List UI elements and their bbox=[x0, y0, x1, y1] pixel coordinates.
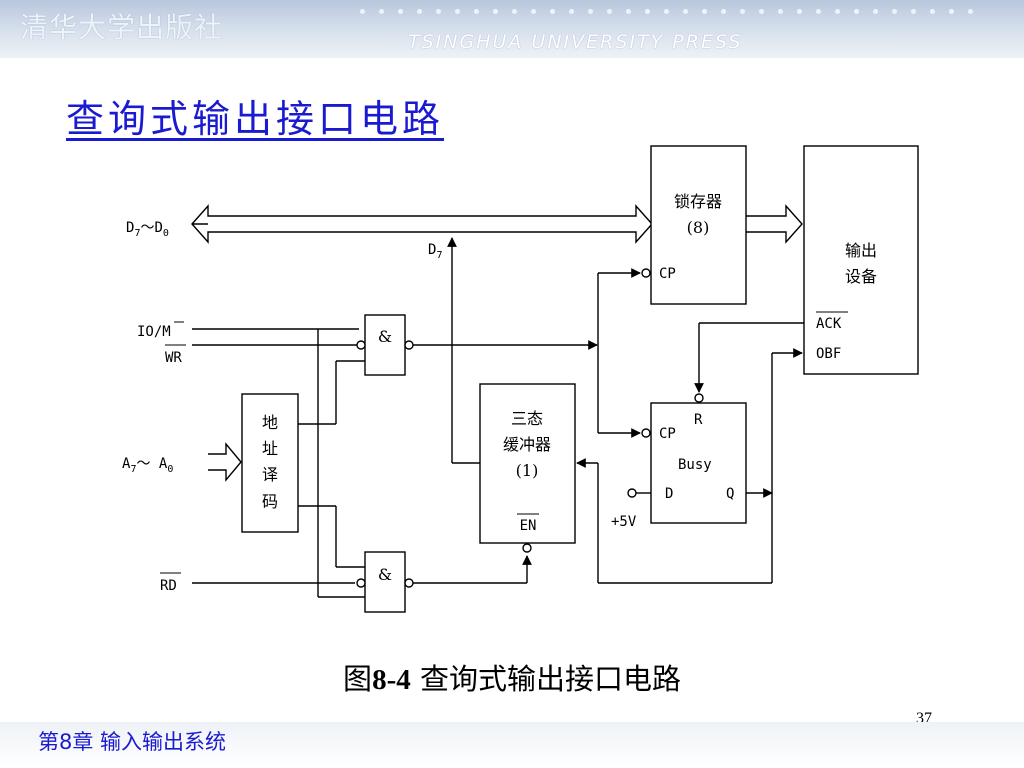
decoder-box bbox=[241, 393, 299, 533]
address-bus-arrow bbox=[208, 442, 242, 482]
figure-number: 8-4 bbox=[372, 664, 411, 696]
slide-header: 清华大学出版社 TSINGHUA UNIVERSITY PRESS bbox=[0, 0, 1024, 58]
chapter-label: 第8章 输入输出系统 bbox=[38, 730, 227, 754]
ff-cp-bubble bbox=[641, 428, 651, 438]
device-label-line2: 设备 bbox=[845, 267, 877, 286]
ff-r-label: R bbox=[694, 412, 703, 428]
decoder-char-1: 地 bbox=[262, 413, 278, 432]
ff-d-label: D bbox=[665, 486, 673, 502]
slide-footer bbox=[0, 722, 1024, 768]
d7-label: D7 bbox=[428, 242, 442, 261]
tristate-buffer-box bbox=[479, 383, 576, 544]
decoder-char-3: 译 bbox=[262, 465, 278, 484]
en-bubble bbox=[522, 543, 532, 553]
latch-label-line1: 锁存器 bbox=[674, 192, 722, 211]
gate-top-output-bubble bbox=[404, 340, 414, 350]
latch-to-device-arrow bbox=[746, 204, 803, 244]
ff-cp-label: CP bbox=[659, 426, 676, 442]
gate-top-symbol: & bbox=[378, 327, 392, 346]
device-label-line1: 输出 bbox=[845, 241, 877, 260]
ack-label: ACK bbox=[816, 316, 842, 332]
data-bus-label: D7～D0 bbox=[126, 220, 169, 239]
en-label: EN bbox=[520, 518, 537, 534]
publisher-name-cn: 清华大学出版社 bbox=[20, 11, 224, 44]
latch-label-line2: (8) bbox=[687, 218, 710, 237]
plus5v-label: +5V bbox=[611, 514, 637, 530]
latch-box bbox=[650, 145, 747, 305]
buffer-label-line2: 缓冲器 bbox=[503, 435, 551, 454]
output-device-box bbox=[803, 145, 919, 375]
gate-bottom-symbol: & bbox=[378, 565, 392, 584]
decoder-char-2: 址 bbox=[262, 439, 278, 458]
plus5v-terminal bbox=[627, 488, 637, 498]
wr-label: WR bbox=[165, 350, 182, 366]
publisher-name-en: TSINGHUA UNIVERSITY PRESS bbox=[408, 31, 743, 53]
busy-flipflop-box bbox=[650, 402, 747, 524]
rd-label: RD bbox=[160, 578, 177, 594]
gate-top-wr-bubble bbox=[356, 340, 366, 350]
buffer-label-line1: 三态 bbox=[511, 409, 543, 428]
address-bus-label: A7～ A0 bbox=[122, 456, 173, 475]
buffer-label-line3: (1) bbox=[516, 461, 539, 480]
slide-title: 查询式输出接口电路 bbox=[66, 97, 445, 141]
ff-name-label: Busy bbox=[678, 457, 712, 473]
ff-q-label: Q bbox=[726, 486, 734, 502]
figure-caption: 图8-4 查询式输出接口电路 bbox=[343, 662, 681, 696]
data-bus-arrow bbox=[191, 204, 653, 244]
obf-label: OBF bbox=[816, 346, 841, 362]
gate-bottom-output-bubble bbox=[404, 578, 414, 588]
io-m-label: IO/M bbox=[137, 324, 171, 340]
latch-cp-label: CP bbox=[659, 266, 676, 282]
header-dots bbox=[360, 6, 1020, 18]
ff-r-bubble bbox=[694, 393, 704, 403]
decoder-char-4: 码 bbox=[262, 492, 278, 511]
latch-cp-bubble bbox=[641, 268, 651, 278]
gate-bottom-rd-bubble bbox=[356, 578, 366, 588]
